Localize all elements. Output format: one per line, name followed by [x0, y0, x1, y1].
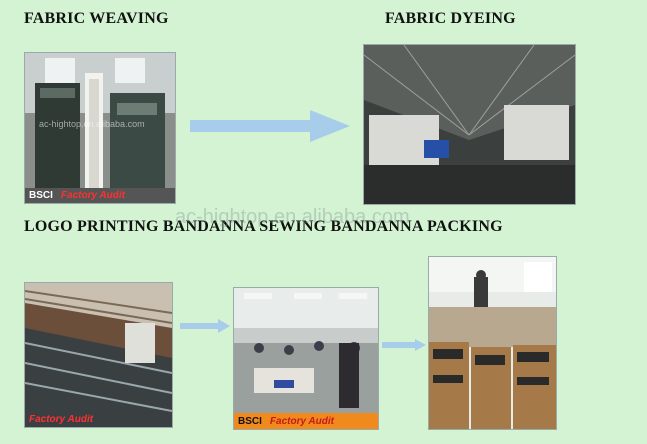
cert-strip: BSCI Factory Audit — [25, 187, 175, 203]
fabric-dyeing-photo — [363, 44, 576, 205]
photo-watermark: ac-hightop.en.alibaba.com — [39, 119, 145, 129]
bsci-logo: BSCI — [29, 189, 53, 201]
fabric-weaving-photo: ac-hightop.en.alibaba.com BSCI Factory A… — [24, 52, 176, 204]
cert-strip: Factory Audit — [25, 411, 172, 427]
site-watermark: ac-hightop.en.alibaba.com — [175, 206, 410, 228]
factory-audit-logo: Factory Audit — [269, 415, 334, 427]
bandanna-packing-photo — [428, 256, 557, 430]
factory-audit-logo: Factory Audit — [60, 189, 125, 201]
heading-fabric-weaving: FABRIC WEAVING — [24, 10, 169, 27]
heading-fabric-dyeing: FABRIC DYEING — [385, 10, 516, 27]
bandanna-sewing-photo: BSCI Factory Audit — [233, 287, 379, 430]
arrow-right-icon — [180, 319, 230, 333]
logo-printing-photo: Factory Audit — [24, 282, 173, 428]
arrow-right-icon — [382, 339, 426, 351]
cert-strip: BSCI Factory Audit — [234, 413, 378, 429]
heading-process-row-2: LOGO PRINTING BANDANNA SEWING BANDANNA P… — [24, 218, 503, 235]
arrow-right-icon — [190, 110, 350, 142]
bsci-logo: BSCI — [238, 415, 262, 427]
factory-audit-logo: Factory Audit — [29, 413, 94, 425]
